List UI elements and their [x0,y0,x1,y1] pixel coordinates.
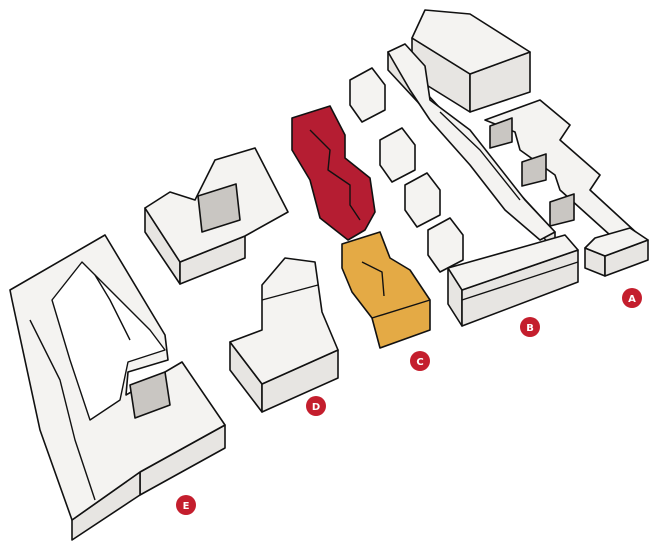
block-b-house-2 [379,127,416,183]
label-a-circle [622,288,642,308]
label-b-text: B [526,323,534,334]
block-d-lower-line [261,284,319,301]
block-d-upper-court [197,183,241,233]
block-d-lower-roof [229,257,339,385]
label-b-badge: B [520,317,540,337]
block-b-front-bar-line [461,261,579,301]
label-c-badge: C [410,351,430,371]
block-e-facade-line [29,319,96,501]
block-c-gold-facade-line [361,261,385,297]
label-e-text: E [183,501,190,512]
block-d [144,147,339,413]
block-a-unit-2 [521,153,547,187]
block-e [9,234,226,541]
label-b-circle [520,317,540,337]
label-a-badge: A [622,288,642,308]
block-c [291,105,431,349]
label-d-text: D [312,402,320,413]
block-c-gold-edge-line [371,299,431,319]
block-c-gold-units [341,231,431,349]
block-a-unit-1 [489,117,513,149]
block-e-courtyard [51,261,166,421]
label-c-text: C [416,357,423,368]
label-d-badge: D [306,396,326,416]
label-e-circle [176,495,196,515]
block-b-house-1 [349,67,386,123]
block-a [411,9,649,277]
block-e-inner-unit [129,371,171,419]
label-c-circle [410,351,430,371]
label-a-text: A [628,294,636,305]
block-a-end-box-roof [584,227,649,257]
block-e-inner-edge [94,274,131,341]
block-b [349,43,579,327]
label-e-badge: E [176,495,196,515]
block-a-unit-3 [549,193,575,227]
label-d-circle [306,396,326,416]
block-a-large-box-roof [411,9,531,75]
block-c-red-facade-line [309,129,361,221]
block-b-house-3 [404,172,441,228]
block-b-house-4 [427,217,464,273]
block-b-front-bar-roof [447,234,579,291]
block-b-balcony-line [439,111,521,201]
